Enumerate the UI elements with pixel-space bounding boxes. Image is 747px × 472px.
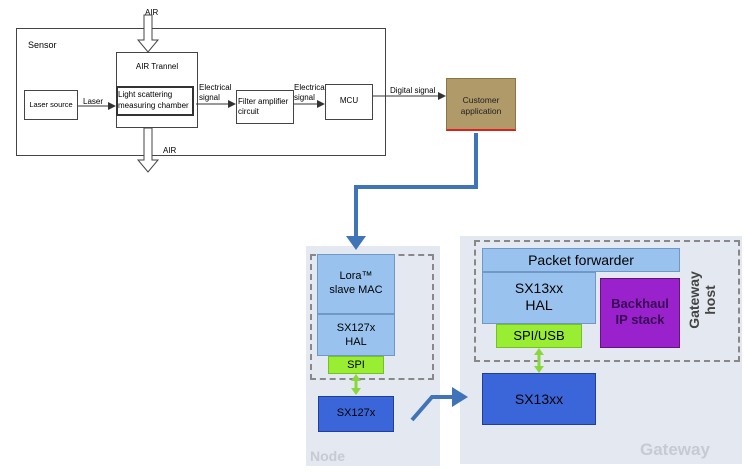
customer-to-node-arrow [354,133,478,240]
node-spi-box [328,356,384,374]
air-out-arrow [136,127,160,173]
node-hal-line1: SX127x [336,322,376,334]
customer-to-node-arrowhead [346,236,366,250]
packet-forwarder-box [482,248,680,272]
chamber-label-line2: measuring chamber [118,101,189,110]
node-to-gateway-arrowhead [452,387,468,407]
node-to-gateway-arrow [410,395,456,422]
gateway-hal-line2: HAL [525,297,553,313]
air-in-arrow [136,14,160,53]
backhaul-ip-stack-box [600,278,680,348]
node-hal-line2: HAL [345,336,367,348]
packet-forwarder-label: Packet forwarder [528,252,634,268]
air-top-label: AIR [145,8,159,17]
backhaul-line2: IP stack [615,312,665,327]
spi-usb-label: SPI/USB [513,328,565,343]
air-bottom-label: AIR [163,146,177,155]
lora-slave-mac-line1: Lora™ [339,270,373,282]
spi-usb-box [496,324,582,348]
gateway-chip-label: SX13xx [514,391,564,407]
sensor-frame [16,28,386,156]
lora-slave-mac-box [317,254,395,314]
gateway-hal-box [482,272,596,324]
laser-label: Laser [83,97,104,106]
gateway-chip-box [482,373,596,425]
laser-source-box [24,90,78,120]
node-spi-label: SPI [347,359,365,371]
node-hal-box [317,314,395,356]
digital-signal-label: Digital signal [390,86,436,95]
filter-amplifier-line1: Filter amplifier [238,97,289,106]
node-chip-label: SX127x [336,407,376,419]
gateway-spi-link-head-down [534,366,544,373]
electrical-signal-2-line1: Electrical [294,83,327,92]
node-spi-link-head-down [351,388,361,395]
electrical-signal-1-line1: Electrical [199,83,232,92]
node-spi-link-head-up [351,374,361,381]
electrical-signal-1-line2: signal [199,93,220,102]
lora-slave-mac-line2: slave MAC [329,284,383,296]
filter-amplifier-line2: circuit [238,107,259,116]
gateway-spi-link-head-up [534,348,544,355]
mcu-box [325,84,373,120]
gateway-label: Gateway [640,440,710,459]
customer-application-box [446,78,516,131]
laser-source-label: Laser source [29,100,73,109]
sensor-title: Sensor [28,40,57,50]
customer-application-line1: Customer [462,95,500,105]
chamber-label-line1: Light scattering [118,90,173,99]
gateway-host-dashed-frame [474,240,740,362]
gateway-hal-line1: SX13xx [514,280,564,296]
node-label: Node [310,448,345,464]
mcu-label: MCU [339,96,359,105]
air-tunnel-label: AIR Trannel [135,62,179,71]
light-scattering-chamber-box [116,86,194,116]
filter-amplifier-box [236,90,294,124]
customer-application-line2: application [460,106,502,116]
node-chip-box [318,396,394,432]
electrical-signal-2-line2: signal [294,93,315,102]
backhaul-line1: Backhaul [611,296,669,311]
